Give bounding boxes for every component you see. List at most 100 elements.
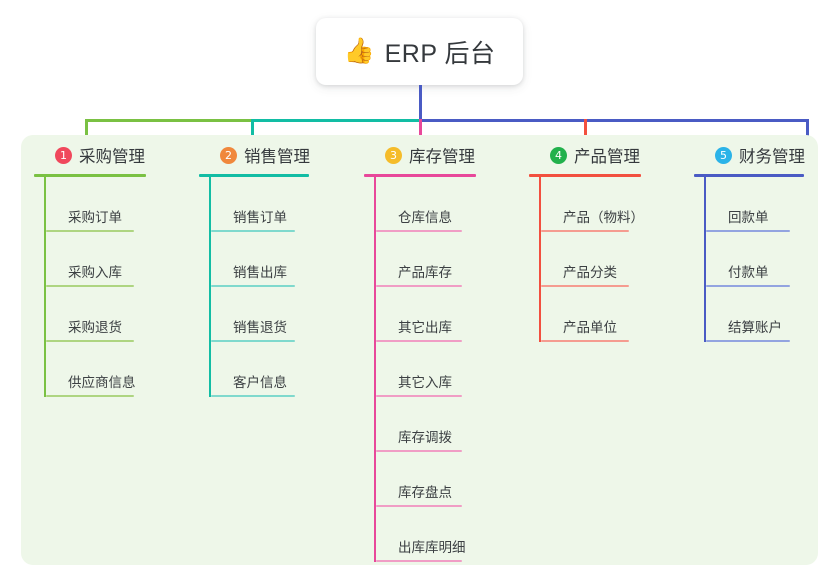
list-item[interactable]: 销售订单	[209, 177, 317, 232]
list-item-rule	[376, 450, 462, 452]
list-item-label: 出库库明细	[398, 540, 466, 555]
list-item-rule	[376, 505, 462, 507]
column-title: 库存管理	[409, 148, 475, 166]
list-item-rule	[706, 340, 790, 342]
connector-drop-1	[85, 119, 88, 143]
column-header-rule	[364, 174, 476, 177]
list-item-rule	[706, 285, 790, 287]
list-item-rule	[46, 340, 134, 342]
list-item-label: 库存盘点	[398, 485, 452, 500]
page-title: ERP 后台	[384, 39, 496, 68]
list-item[interactable]: 库存调拨	[374, 397, 484, 452]
list-item-rule	[211, 340, 295, 342]
column-header-2[interactable]: 2 销售管理	[199, 143, 317, 167]
column-库存管理: 3 库存管理仓库信息产品库存其它出库其它入库库存调拨库存盘点出库库明细	[364, 143, 484, 562]
column-销售管理: 2 销售管理销售订单销售出库销售退货客户信息	[199, 143, 317, 397]
list-item[interactable]: 采购入库	[44, 232, 156, 287]
list-item-label: 仓库信息	[398, 210, 452, 225]
list-item-label: 供应商信息	[68, 375, 136, 390]
column-header-rule	[529, 174, 641, 177]
connector-drop-3	[419, 119, 422, 143]
list-item-label: 销售订单	[233, 210, 287, 225]
list-item-rule	[211, 395, 295, 397]
column-spine	[44, 177, 46, 397]
list-item-rule	[376, 560, 462, 562]
column-spine	[209, 177, 211, 397]
list-item[interactable]: 销售出库	[209, 232, 317, 287]
list-item-rule	[376, 395, 462, 397]
list-item[interactable]: 其它入库	[374, 342, 484, 397]
column-items: 回款单付款单结算账户	[694, 177, 812, 342]
list-item[interactable]: 销售退货	[209, 287, 317, 342]
list-item-label: 其它出库	[398, 320, 452, 335]
list-item-rule	[211, 285, 295, 287]
list-item[interactable]: 出库库明细	[374, 507, 484, 562]
column-header-1[interactable]: 1 采购管理	[34, 143, 156, 167]
column-items: 销售订单销售出库销售退货客户信息	[199, 177, 317, 397]
list-item[interactable]: 产品单位	[539, 287, 651, 342]
list-item[interactable]: 付款单	[704, 232, 812, 287]
list-item-label: 付款单	[728, 265, 769, 280]
column-title: 财务管理	[739, 148, 805, 166]
list-item[interactable]: 产品分类	[539, 232, 651, 287]
list-item-rule	[541, 340, 629, 342]
column-badge-3: 3	[385, 146, 402, 164]
list-item[interactable]: 仓库信息	[374, 177, 484, 232]
column-spine	[539, 177, 541, 342]
column-spine	[704, 177, 706, 342]
diagram-panel	[21, 135, 818, 565]
list-item[interactable]: 结算账户	[704, 287, 812, 342]
connector-drop-4	[584, 119, 587, 143]
column-items: 采购订单采购入库采购退货供应商信息	[34, 177, 156, 397]
list-item-label: 结算账户	[728, 320, 782, 335]
root-node-card[interactable]: 👍 ERP 后台	[316, 18, 523, 85]
column-header-rule	[199, 174, 309, 177]
connector-bar-blue	[419, 119, 808, 122]
list-item[interactable]: 客户信息	[209, 342, 317, 397]
column-badge-2: 2	[220, 146, 237, 164]
column-badge-1: 1	[55, 146, 72, 164]
list-item-label: 采购入库	[68, 265, 122, 280]
column-items: 仓库信息产品库存其它出库其它入库库存调拨库存盘点出库库明细	[364, 177, 484, 562]
list-item[interactable]: 供应商信息	[44, 342, 156, 397]
column-header-rule	[34, 174, 146, 177]
list-item[interactable]: 采购订单	[44, 177, 156, 232]
column-title: 采购管理	[79, 148, 145, 166]
list-item-rule	[706, 230, 790, 232]
list-item-label: 销售退货	[233, 320, 287, 335]
list-item[interactable]: 库存盘点	[374, 452, 484, 507]
list-item-rule	[376, 285, 462, 287]
list-item-rule	[46, 395, 134, 397]
list-item-label: 库存调拨	[398, 430, 452, 445]
list-item[interactable]: 采购退货	[44, 287, 156, 342]
trunk-line	[419, 85, 422, 122]
list-item-rule	[541, 285, 629, 287]
column-title: 销售管理	[244, 148, 310, 166]
list-item[interactable]: 其它出库	[374, 287, 484, 342]
list-item-rule	[46, 285, 134, 287]
list-item-label: 销售出库	[233, 265, 287, 280]
thumbs-up-icon: 👍	[343, 37, 375, 65]
connector-bar-teal	[253, 119, 421, 122]
list-item-label: 回款单	[728, 210, 769, 225]
list-item-label: 产品分类	[563, 265, 617, 280]
connector-drop-5	[806, 119, 809, 143]
list-item-rule	[46, 230, 134, 232]
list-item-rule	[376, 340, 462, 342]
connector-bar-green	[85, 119, 255, 122]
list-item-label: 产品单位	[563, 320, 617, 335]
list-item[interactable]: 回款单	[704, 177, 812, 232]
column-header-rule	[694, 174, 804, 177]
list-item[interactable]: 产品（物料）	[539, 177, 651, 232]
list-item-rule	[211, 230, 295, 232]
list-item-rule	[541, 230, 629, 232]
list-item-label: 采购订单	[68, 210, 122, 225]
list-item-label: 产品库存	[398, 265, 452, 280]
list-item-rule	[376, 230, 462, 232]
list-item[interactable]: 产品库存	[374, 232, 484, 287]
column-header-3[interactable]: 3 库存管理	[364, 143, 484, 167]
